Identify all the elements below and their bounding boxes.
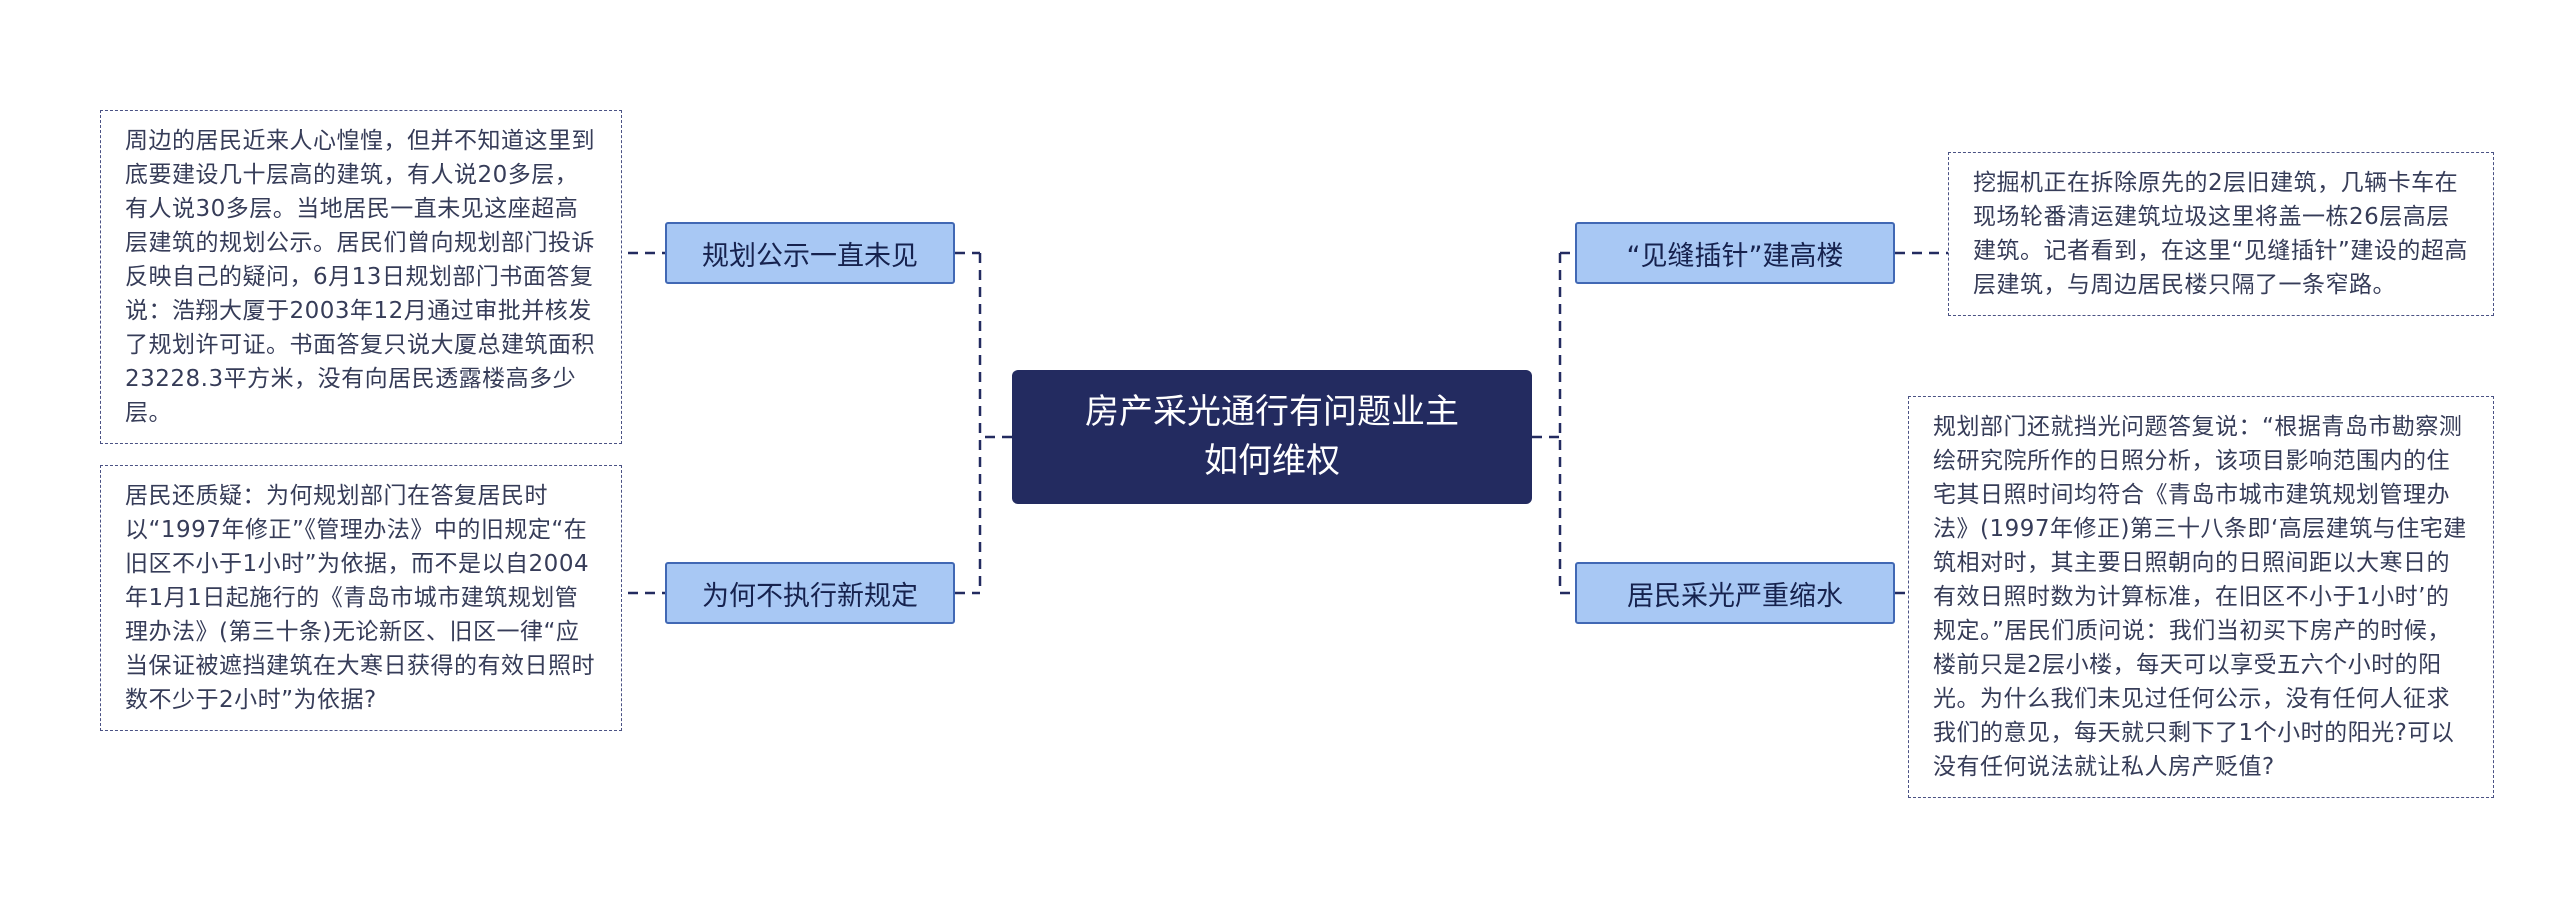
branch-node-daylight-shrink[interactable]: 居民采光严重缩水 — [1575, 562, 1895, 624]
branch-node-label: 规划公示一直未见 — [702, 240, 918, 272]
branch-node-label: 为何不执行新规定 — [702, 580, 918, 612]
detail-note-daylight-shrink[interactable]: 规划部门还就挡光问题答复说：“根据青岛市勘察测绘研究院所作的日照分析，该项目影响… — [1908, 396, 2494, 798]
detail-note-new-regulation[interactable]: 居民还质疑：为何规划部门在答复居民时以“1997年修正”《管理办法》中的旧规定“… — [100, 465, 622, 731]
center-topic-title: 房产采光通行有问题业主如何维权 — [1085, 391, 1459, 481]
branch-node-label: “见缝插针”建高楼 — [1626, 240, 1844, 272]
branch-node-infill-highrise[interactable]: “见缝插针”建高楼 — [1575, 222, 1895, 284]
branch-node-new-regulation[interactable]: 为何不执行新规定 — [665, 562, 955, 624]
detail-note-text: 周边的居民近来人心惶惶，但并不知道这里到底要建设几十层高的建筑，有人说20多层，… — [125, 128, 595, 426]
detail-note-text: 居民还质疑：为何规划部门在答复居民时以“1997年修正”《管理办法》中的旧规定“… — [125, 483, 595, 713]
branch-node-planning-notice[interactable]: 规划公示一直未见 — [665, 222, 955, 284]
detail-note-infill-highrise[interactable]: 挖掘机正在拆除原先的2层旧建筑，几辆卡车在现场轮番清运建筑垃圾这里将盖一栋26层… — [1948, 152, 2494, 316]
detail-note-text: 规划部门还就挡光问题答复说：“根据青岛市勘察测绘研究院所作的日照分析，该项目影响… — [1933, 414, 2467, 780]
branch-node-label: 居民采光严重缩水 — [1627, 580, 1843, 612]
detail-note-text: 挖掘机正在拆除原先的2层旧建筑，几辆卡车在现场轮番清运建筑垃圾这里将盖一栋26层… — [1973, 170, 2468, 298]
detail-note-planning-notice[interactable]: 周边的居民近来人心惶惶，但并不知道这里到底要建设几十层高的建筑，有人说20多层，… — [100, 110, 622, 444]
center-topic-node[interactable]: 房产采光通行有问题业主如何维权 — [1012, 370, 1532, 504]
